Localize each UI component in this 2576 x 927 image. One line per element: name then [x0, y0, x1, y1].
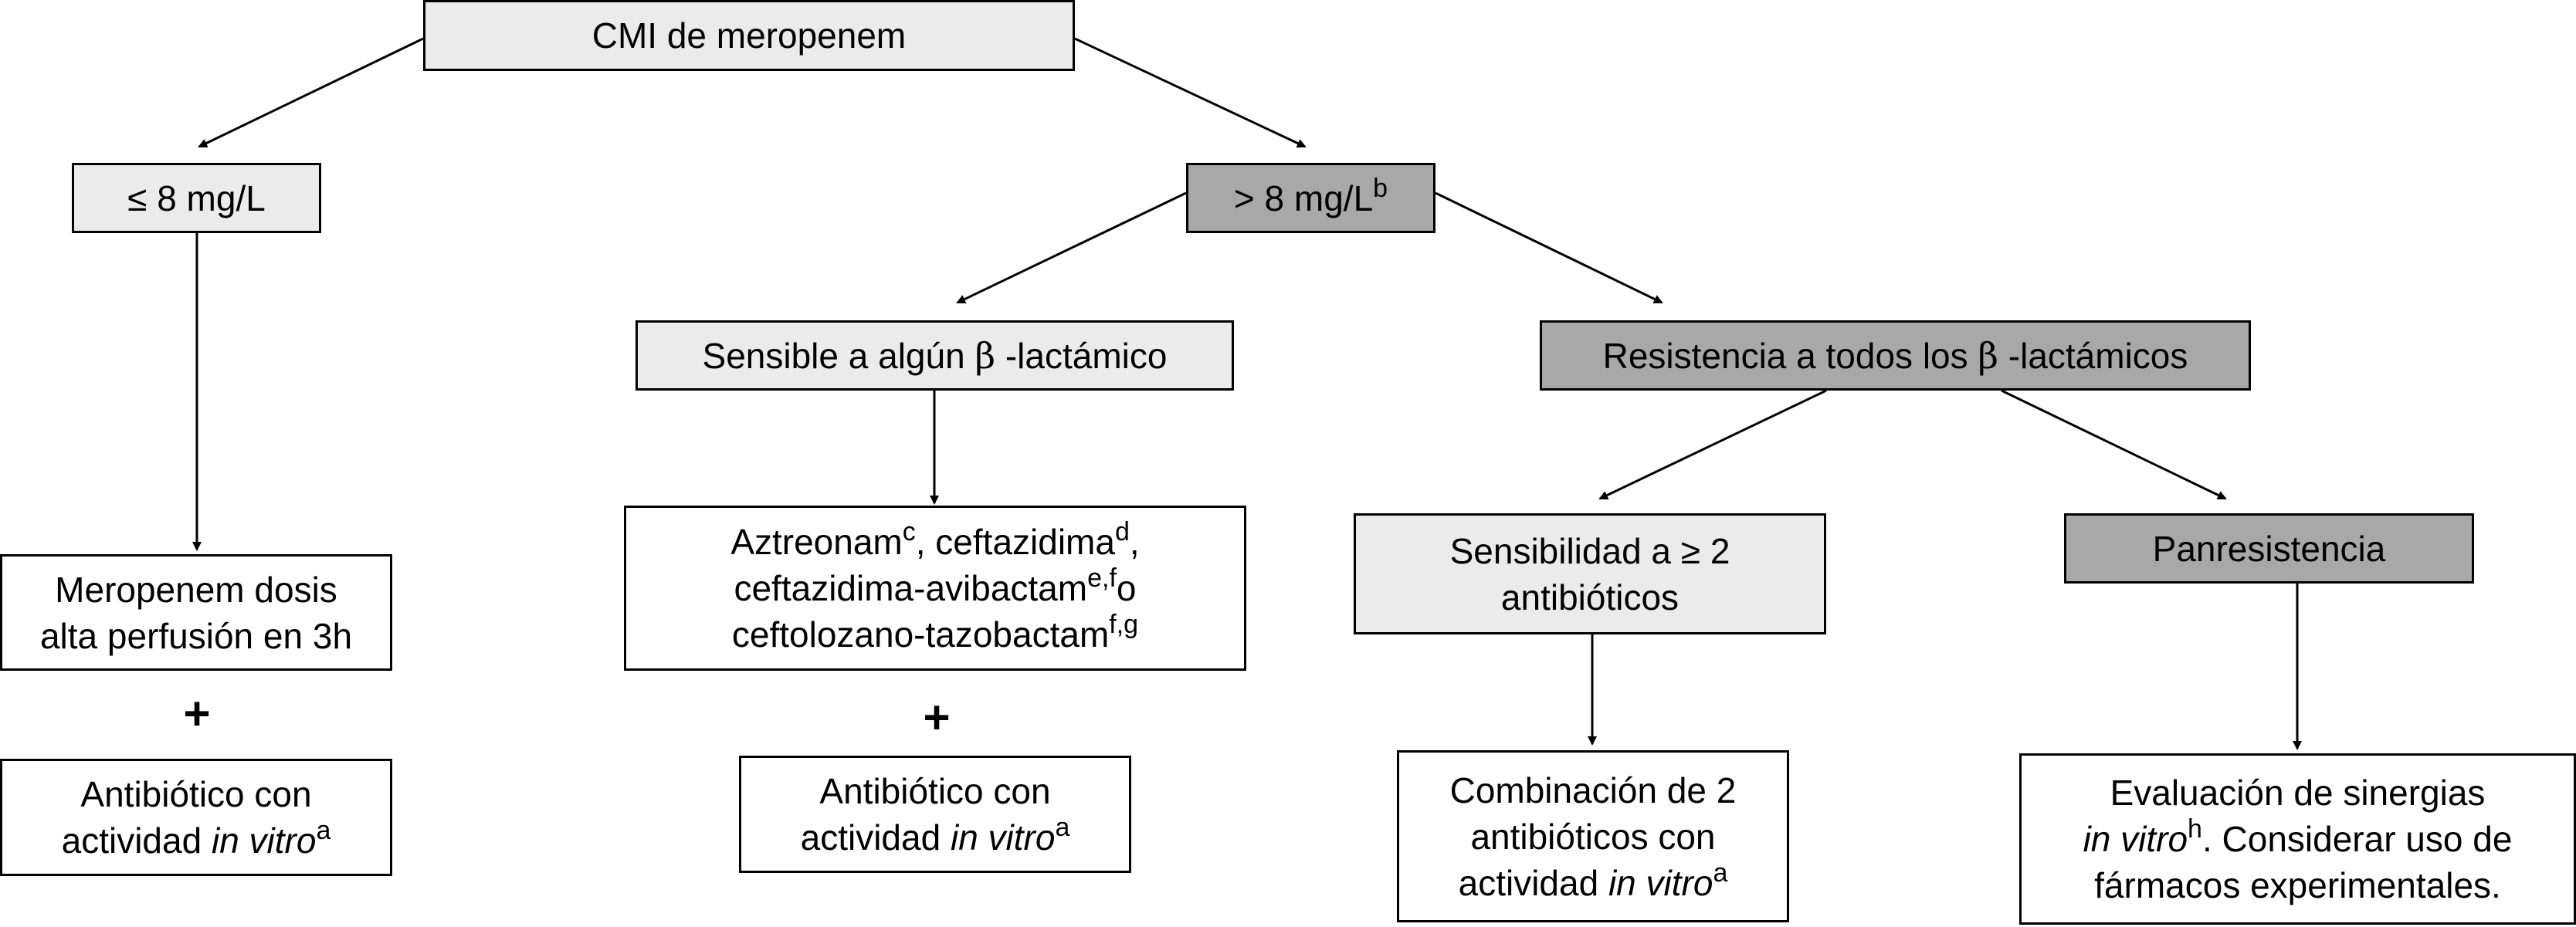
drug-ceftazidima: , ceftazidima: [915, 522, 1115, 562]
drug-ceftazidima-avibactam-sup: e,f: [1087, 563, 1117, 593]
drug-aztreonam: Aztreonam: [730, 522, 903, 562]
combinacion-prefix: actividad: [1458, 862, 1608, 903]
meropenem-line2: alta perfusión en 3h: [39, 615, 353, 656]
arrow-root-to-low: [198, 37, 424, 148]
sensible-post: -lactámico: [995, 335, 1168, 376]
arrow-resistencia-to-sens2: [1598, 389, 1827, 500]
root-label: CMI de meropenem: [591, 15, 907, 56]
resistencia-pre: Resistencia a todos los: [1602, 335, 1978, 376]
low-mic-label: ≤ 8 mg/L: [127, 178, 266, 218]
combinacion-line2: antibióticos con: [1470, 816, 1716, 857]
panresistencia-node: Panresistencia: [2064, 513, 2474, 584]
root-node: CMI de meropenem: [423, 0, 1075, 71]
drug-aztreonam-sup: c: [902, 517, 916, 546]
drug-ceftolozano-tazobactam: ceftolozano-tazobactam: [731, 614, 1110, 655]
drugs-line2: ceftazidima-avibactame,fo: [734, 565, 1136, 611]
sensible-label: Sensible a algún β -lactámico: [703, 333, 1168, 379]
left-antibiotic-prefix: actividad: [61, 820, 212, 861]
resistencia-beta: β: [1978, 334, 1998, 377]
high-mic-sup: b: [1373, 173, 1388, 203]
arrow-high-to-resistencia: [1435, 191, 1663, 304]
arrow-high-to-sensible: [956, 191, 1187, 304]
middle-plus: +: [923, 692, 951, 743]
combinacion-sup: a: [1713, 858, 1728, 888]
sensible-beta: β: [974, 334, 996, 377]
combinacion-line1: Combinación de 2: [1449, 770, 1737, 810]
resistencia-node: Resistencia a todos los β -lactámicos: [1540, 320, 2251, 391]
combinacion-line3: actividad in vitroa: [1459, 860, 1728, 906]
evaluacion-line2-post: . Considerar uso de: [2201, 819, 2513, 859]
high-mic-node: > 8 mg/Lb: [1186, 163, 1435, 233]
evaluacion-node: Evaluación de sinergias in vitroh. Consi…: [2019, 753, 2576, 925]
left-antibiotic-node: Antibiótico con actividad in vitroa: [0, 759, 392, 876]
middle-antibiotic-node: Antibiótico con actividad in vitroa: [739, 756, 1131, 873]
sensible-node: Sensible a algún β -lactámico: [636, 320, 1234, 391]
combinacion-invitro: in vitro: [1608, 862, 1713, 903]
middle-antibiotic-line2: actividad in vitroa: [801, 814, 1070, 861]
drug-ceftazidima-avibactam-tail: o: [1116, 568, 1137, 608]
high-mic-label: > 8 mg/L: [1233, 178, 1374, 218]
middle-antibiotic-prefix: actividad: [800, 817, 951, 858]
sensibilidad-line1: Sensibilidad a ≥ 2: [1449, 530, 1730, 571]
sensibilidad-node: Sensibilidad a ≥ 2 antibióticos: [1354, 513, 1826, 634]
evaluacion-invitro: in vitro: [2083, 819, 2188, 859]
left-antibiotic-line1: Antibiótico con: [80, 774, 312, 814]
resistencia-label: Resistencia a todos los β -lactámicos: [1603, 333, 2188, 379]
drugs-line1: Aztreonamc, ceftazidimad,: [730, 519, 1139, 565]
meropenem-node: Meropenem dosis alta perfusión en 3h: [0, 554, 392, 671]
drug-ceftazidima-tail: ,: [1129, 522, 1140, 562]
sensibilidad-line2: antibióticos: [1500, 577, 1679, 617]
evaluacion-sup: h: [2188, 814, 2202, 844]
left-antibiotic-invitro: in vitro: [211, 820, 317, 861]
middle-antibiotic-sup: a: [1055, 813, 1070, 842]
panresistencia-label: Panresistencia: [2152, 528, 2386, 569]
evaluacion-line1: Evaluación de sinergias: [2110, 773, 2486, 813]
middle-antibiotic-invitro: in vitro: [950, 817, 1056, 858]
arrow-root-to-high: [1074, 37, 1307, 148]
middle-antibiotic-line1: Antibiótico con: [819, 771, 1051, 811]
left-antibiotic-sup: a: [316, 816, 331, 845]
drugs-line3: ceftolozano-tazobactamf,g: [732, 611, 1138, 658]
evaluacion-line3: fármacos experimentales.: [2094, 865, 2501, 905]
meropenem-line1: Meropenem dosis: [55, 569, 337, 610]
left-plus: +: [183, 688, 211, 739]
high-mic-label-wrap: > 8 mg/Lb: [1234, 175, 1388, 222]
low-mic-node: ≤ 8 mg/L: [72, 163, 321, 233]
evaluacion-line2: in vitroh. Considerar uso de: [2083, 816, 2513, 862]
sensible-pre: Sensible a algún: [702, 335, 975, 376]
left-antibiotic-line2: actividad in vitroa: [62, 817, 331, 864]
resistencia-post: -lactámicos: [1998, 335, 2188, 376]
drug-ceftolozano-tazobactam-sup: f,g: [1109, 610, 1139, 639]
drugs-node: Aztreonamc, ceftazidimad, ceftazidima-av…: [624, 506, 1246, 671]
arrow-resistencia-to-pan: [2001, 389, 2227, 500]
drug-ceftazidima-sup: d: [1114, 517, 1130, 546]
drug-ceftazidima-avibactam: ceftazidima-avibactam: [734, 568, 1088, 608]
combinacion-node: Combinación de 2 antibióticos con activi…: [1397, 750, 1789, 922]
